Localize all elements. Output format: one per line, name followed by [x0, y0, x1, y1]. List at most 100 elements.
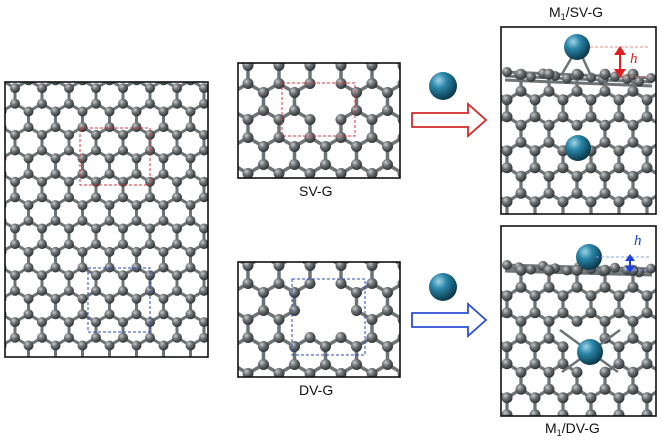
pristine-carbon-atom [78, 60, 88, 70]
pristine-carbon-atom [37, 364, 47, 374]
dv-top-metal-atom-icon [577, 339, 603, 365]
pristine-carbon-atom [50, 340, 61, 351]
dv-top-carbon-atom [474, 358, 485, 369]
pristine-carbon-atom [23, 309, 34, 320]
dv-g-carbon-atom [444, 251, 455, 262]
dv-g-carbon-atom [212, 314, 223, 325]
pristine-carbon-atom [226, 286, 236, 296]
dv-g-carbon-atom [227, 413, 238, 424]
pristine-carbon-atom [50, 106, 61, 117]
dv-top-carbon-atom [600, 435, 611, 443]
pristine-carbon-atom [240, 216, 250, 226]
dv-top-carbon-atom [557, 358, 569, 370]
dv-g-carbon-atom [212, 260, 223, 271]
sv-g-bond [419, 165, 435, 174]
dv-top-carbon-atom [613, 341, 625, 353]
sv-adsorbed-metal-atom-icon [564, 34, 590, 60]
sv-top-carbon-atom [599, 187, 611, 199]
dv-g-carbon-atom [273, 332, 285, 343]
sv-g-bond [233, 192, 249, 201]
pristine-carbon-atom [37, 83, 47, 94]
sv-top-carbon-atom [613, 111, 625, 123]
sv-g-bond [217, 138, 233, 147]
dv-g-carbon-atom [289, 413, 300, 424]
sv-g-carbon-atom [320, 51, 331, 62]
dv-g-carbon-atom [444, 233, 455, 244]
sv-g-carbon-atom [258, 213, 269, 224]
pristine-carbon-atom [145, 192, 155, 203]
sv-g-carbon-atom [444, 51, 455, 62]
sv-g-carbon-atom [444, 195, 455, 206]
pristine-carbon-atom [158, 153, 169, 164]
pristine-carbon-atom [10, 98, 20, 109]
dv-g-bond [217, 311, 233, 320]
sv-top-carbon-atom [557, 162, 569, 174]
dv-g-carbon-atom [258, 359, 269, 370]
pristine-bond [218, 244, 232, 252]
sv-g-carbon-atom [273, 132, 285, 143]
pristine-carbon-atom [104, 293, 115, 304]
sv-g-bond [434, 57, 450, 66]
sv-g-carbon-atom [258, 159, 269, 170]
sv-g-carbon-atom [212, 132, 223, 143]
pristine-carbon-atom [172, 364, 182, 374]
dv-top-carbon-atom [474, 290, 485, 301]
dv-side-carbon-atom [502, 260, 512, 270]
pristine-carbon-atom [226, 130, 236, 140]
pristine-carbon-atom [145, 98, 155, 109]
sv-top-carbon-atom [474, 213, 485, 224]
pristine-carbon-atom [23, 293, 34, 304]
sv-g-bond [403, 57, 419, 66]
pristine-carbon-atom [91, 98, 101, 109]
pristine-carbon-atom [91, 83, 101, 94]
sv-g-carbon-atom [366, 78, 378, 89]
pristine-carbon-atom [145, 223, 155, 234]
sv-g-bond [357, 192, 373, 201]
dv-g-carbon-atom [273, 314, 285, 325]
pristine-carbon-atom [213, 294, 223, 304]
sv-g-carbon-atom [227, 159, 238, 170]
pristine-carbon-atom [91, 270, 101, 281]
dv-top-carbon-atom [641, 392, 653, 404]
pristine-carbon-atom [240, 247, 250, 257]
pristine-carbon-atom [91, 239, 101, 250]
sv-g-carbon-atom [444, 213, 455, 224]
dv-top-carbon-atom [557, 392, 569, 404]
sv-height-label: h [630, 51, 638, 67]
sv-g-bond [419, 138, 435, 147]
pristine-carbon-atom [118, 192, 128, 203]
dv-height-arrowhead-up [625, 254, 635, 261]
dv-g-carbon-atom [429, 368, 440, 379]
pristine-carbon-atom [23, 200, 34, 211]
dv-top-carbon-atom [488, 316, 499, 327]
pristine-carbon-atom [91, 317, 101, 328]
dv-top-carbon-atom [515, 383, 527, 395]
pristine-carbon-atom [91, 129, 101, 140]
sv-g-carbon-atom [413, 213, 424, 224]
pristine-bond [164, 361, 178, 369]
sv-region-highlight [79, 127, 151, 186]
sv-g-carbon-atom [242, 63, 254, 71]
sv-g-carbon-atom [227, 87, 238, 98]
pristine-carbon-atom [213, 153, 223, 163]
pristine-carbon-atom [77, 168, 88, 179]
pristine-bond [218, 314, 232, 322]
dv-g-carbon-atom [227, 395, 238, 406]
m1-sv-g-label-subscript: 1 [560, 12, 566, 22]
sv-g-carbon-atom [335, 114, 347, 125]
pristine-carbon-atom [199, 285, 208, 296]
pristine-carbon-atom [104, 106, 115, 117]
sv-g-carbon-atom [335, 63, 347, 71]
pristine-carbon-atom [213, 309, 223, 319]
dv-g-carbon-atom [351, 413, 362, 424]
pristine-carbon-atom [199, 98, 208, 109]
dv-top-carbon-atom [488, 265, 499, 276]
pristine-carbon-atom [23, 168, 34, 179]
sv-top-carbon-atom [585, 162, 597, 174]
dv-top-carbon-atom [501, 290, 513, 302]
pristine-carbon-atom [50, 262, 61, 273]
dv-g-bond [403, 338, 419, 347]
dv-top-carbon-atom [613, 392, 625, 404]
dv-g-carbon-atom [258, 395, 269, 406]
sv-g-carbon-atom [429, 168, 440, 179]
